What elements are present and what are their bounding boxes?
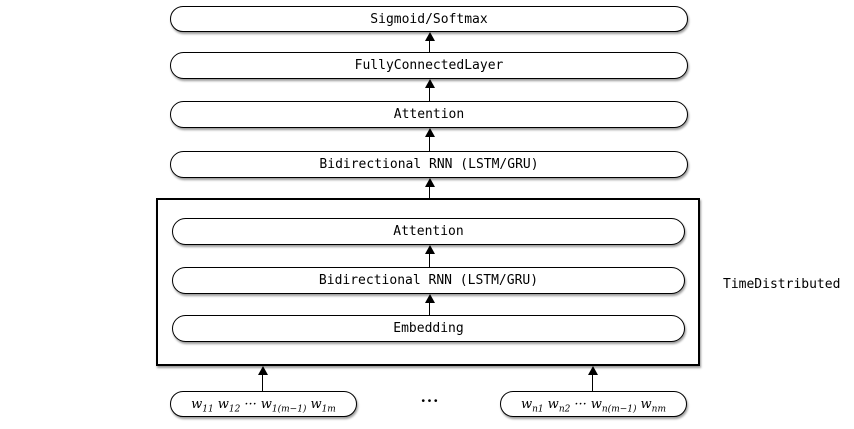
input-sequence-ellipsis: ··· (420, 392, 440, 410)
arrow-up-icon (424, 294, 435, 315)
arrow-up-icon (257, 366, 268, 391)
time-distributed-container (156, 198, 700, 366)
arrow-up-icon (587, 366, 598, 391)
layer-box-attention-outer: Attention (170, 101, 688, 128)
layer-box-embedding: Embedding (172, 315, 685, 342)
layer-label: Attention (393, 107, 465, 122)
layer-label: Bidirectional RNN (LSTM/GRU) (318, 273, 539, 288)
layer-box-bidirectional-rnn-inner: Bidirectional RNN (LSTM/GRU) (172, 267, 685, 294)
layer-label: Bidirectional RNN (LSTM/GRU) (319, 157, 539, 172)
layer-box-sigmoid-softmax: Sigmoid/Softmax (170, 6, 688, 32)
layer-label: Sigmoid/Softmax (370, 11, 488, 27)
layer-label: Attention (393, 224, 464, 239)
arrow-up-icon (424, 79, 435, 101)
layer-box-bidirectional-rnn-outer: Bidirectional RNN (LSTM/GRU) (170, 151, 688, 178)
time-distributed-label: TimeDistributed (723, 277, 841, 292)
layer-label: FullyConnectedLayer (354, 58, 504, 73)
layer-box-attention-inner: Attention (172, 218, 685, 245)
arrow-up-icon (424, 178, 435, 198)
layer-box-fully-connected: FullyConnectedLayer (170, 52, 688, 79)
arrow-up-icon (424, 32, 435, 52)
arrow-up-icon (424, 128, 435, 151)
layer-label: Embedding (393, 321, 464, 336)
arrow-up-icon (424, 245, 435, 267)
